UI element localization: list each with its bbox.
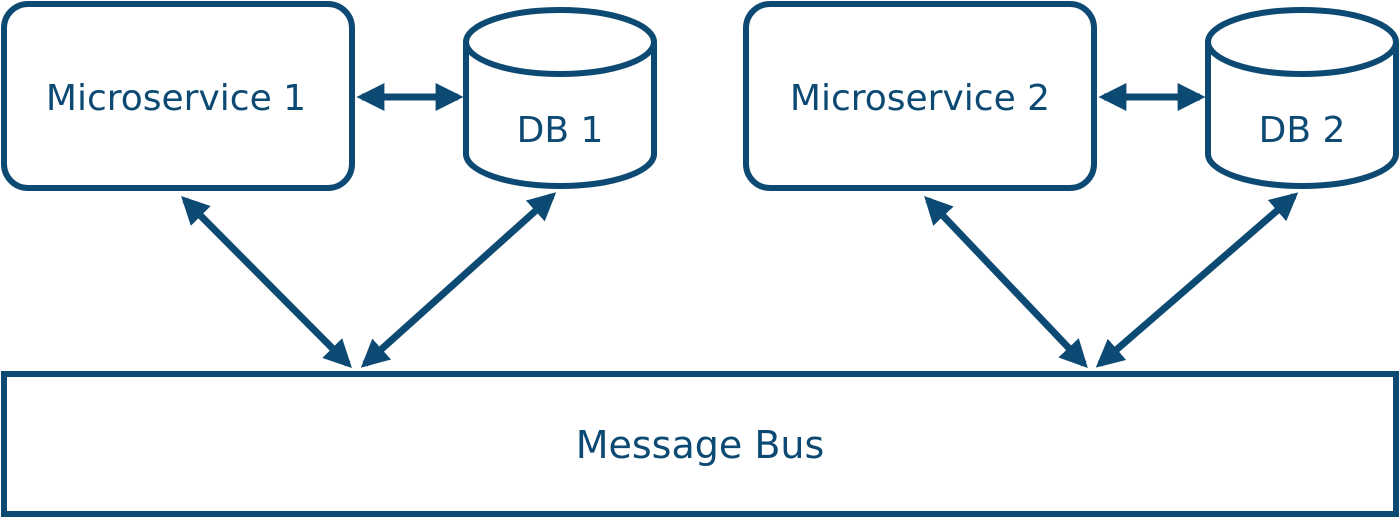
db-2-node: DB 2 (1205, 7, 1399, 189)
microservice-1-label: Microservice 1 (46, 78, 306, 119)
db-1-label: DB 1 (517, 110, 604, 151)
message-bus-label: Message Bus (576, 423, 825, 467)
arrow-db2-bus (1095, 192, 1299, 368)
arrow-service2-bus (924, 195, 1088, 369)
message-bus-node: Message Bus (1, 371, 1399, 517)
db-2-label: DB 2 (1259, 110, 1346, 151)
db-1-node: DB 1 (463, 7, 657, 189)
microservice-2-node: Microservice 2 (743, 1, 1097, 191)
microservice-1-node: Microservice 1 (1, 1, 355, 191)
microservice-2-label: Microservice 2 (790, 78, 1050, 119)
arrow-db1-bus (360, 192, 557, 368)
arrow-service1-bus (181, 196, 352, 368)
